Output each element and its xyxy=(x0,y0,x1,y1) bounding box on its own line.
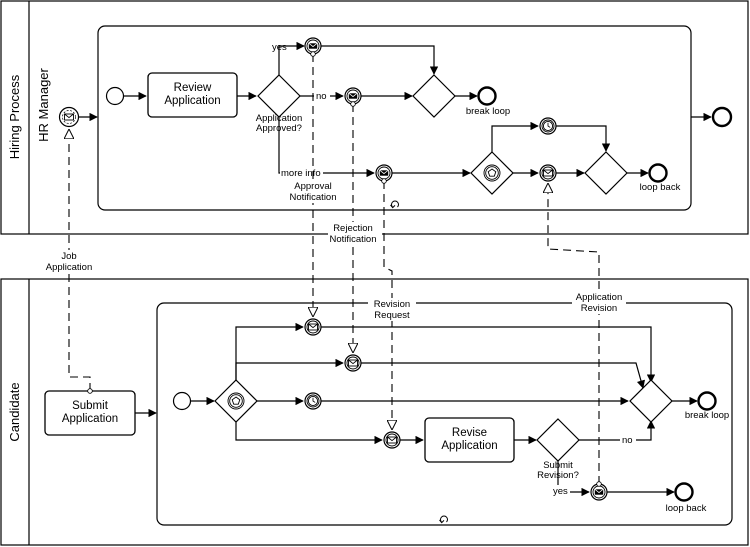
candidate-inner-start-event xyxy=(172,391,192,411)
approval-notification-catch-event xyxy=(304,318,322,336)
revision-request-throw-event xyxy=(375,164,393,182)
hr-loop-back-label: loop back xyxy=(640,182,681,193)
pool-label-hiring-process: Hiring Process xyxy=(7,74,22,159)
candidate-break-loop-end-event xyxy=(697,391,717,411)
flow-label-no-candidate: no xyxy=(622,435,633,446)
job-application-label-2: Application xyxy=(46,262,92,273)
hr-break-loop-end-event xyxy=(477,86,497,106)
flow xyxy=(321,45,439,75)
revision-request-catch-event xyxy=(383,431,401,449)
rejection-notification-throw-event xyxy=(344,87,362,105)
review-application-label-2: Application xyxy=(164,95,220,107)
review-application-label-1: Review xyxy=(174,82,212,94)
flow xyxy=(556,125,611,152)
review-application-task[interactable]: Review Application xyxy=(147,72,238,118)
hr-event-based-gateway[interactable] xyxy=(470,151,514,195)
flow-no xyxy=(579,420,656,441)
candidate-break-loop-label: break loop xyxy=(685,410,729,421)
pool-label-candidate: Candidate xyxy=(7,382,22,441)
application-revision-label-1: Application xyxy=(576,292,622,303)
message-flow-revision-request xyxy=(384,181,392,429)
message-flow-application-revision xyxy=(548,184,599,484)
hr-break-loop-label: break loop xyxy=(466,106,510,117)
candidate-loop-back-end-event xyxy=(674,482,694,502)
revision-request-label-1: Revision xyxy=(374,299,410,310)
revision-request-label-2: Request xyxy=(374,310,410,321)
lane-label-hr-manager: HR Manager xyxy=(36,67,51,141)
flow-more-info xyxy=(278,117,375,178)
rejection-notification-catch-event xyxy=(344,354,362,372)
flow xyxy=(321,326,656,383)
flow xyxy=(361,362,646,389)
approval-notification-label-1: Approval xyxy=(294,181,332,192)
hiring-end-event xyxy=(711,106,733,128)
pentagon-icon xyxy=(231,396,241,405)
timer-catch-event xyxy=(539,117,557,135)
candidate-timer-catch-event xyxy=(304,392,322,410)
flow-label-no: no xyxy=(316,91,327,102)
revise-application-label-2: Application xyxy=(441,440,497,452)
candidate-break-merge-gateway xyxy=(629,379,673,423)
flow xyxy=(235,358,344,380)
pentagon-icon xyxy=(487,168,497,177)
application-revision-throw-event xyxy=(590,483,608,501)
submit-application-task[interactable]: Submit Application xyxy=(44,390,136,436)
rejection-notification-label-1: Rejection xyxy=(333,223,373,234)
flow-label-yes: yes xyxy=(272,42,287,53)
revise-application-label-1: Revise xyxy=(452,427,487,439)
flow xyxy=(235,422,383,445)
submit-application-label-2: Application xyxy=(62,413,118,425)
flow-label-more-info: more info xyxy=(281,168,321,179)
application-revision-label-2: Revision xyxy=(581,303,617,314)
flow-label-yes-candidate: yes xyxy=(553,486,568,497)
hr-break-merge-gateway xyxy=(412,74,456,118)
flow xyxy=(491,121,539,152)
application-revision-catch-event xyxy=(539,164,557,182)
envelope-icon xyxy=(543,169,553,177)
flow-yes xyxy=(278,41,305,75)
clock-icon xyxy=(542,120,554,132)
revise-application-task[interactable]: Revise Application xyxy=(424,417,515,463)
hr-inner-start-event xyxy=(105,86,125,106)
submit-application-label-1: Submit xyxy=(72,400,109,412)
loop-marker-icon xyxy=(439,515,448,524)
hr-loop-back-end-event xyxy=(648,163,668,183)
approval-notification-label-2: Notification xyxy=(290,192,337,203)
rejection-notification-label-2: Notification xyxy=(330,234,377,245)
job-application-label-1: Job xyxy=(61,251,76,262)
approval-notification-throw-event xyxy=(304,37,322,55)
candidate-loop-back-label: loop back xyxy=(666,503,707,514)
flow xyxy=(235,322,304,380)
job-application-start-event[interactable] xyxy=(58,106,80,128)
